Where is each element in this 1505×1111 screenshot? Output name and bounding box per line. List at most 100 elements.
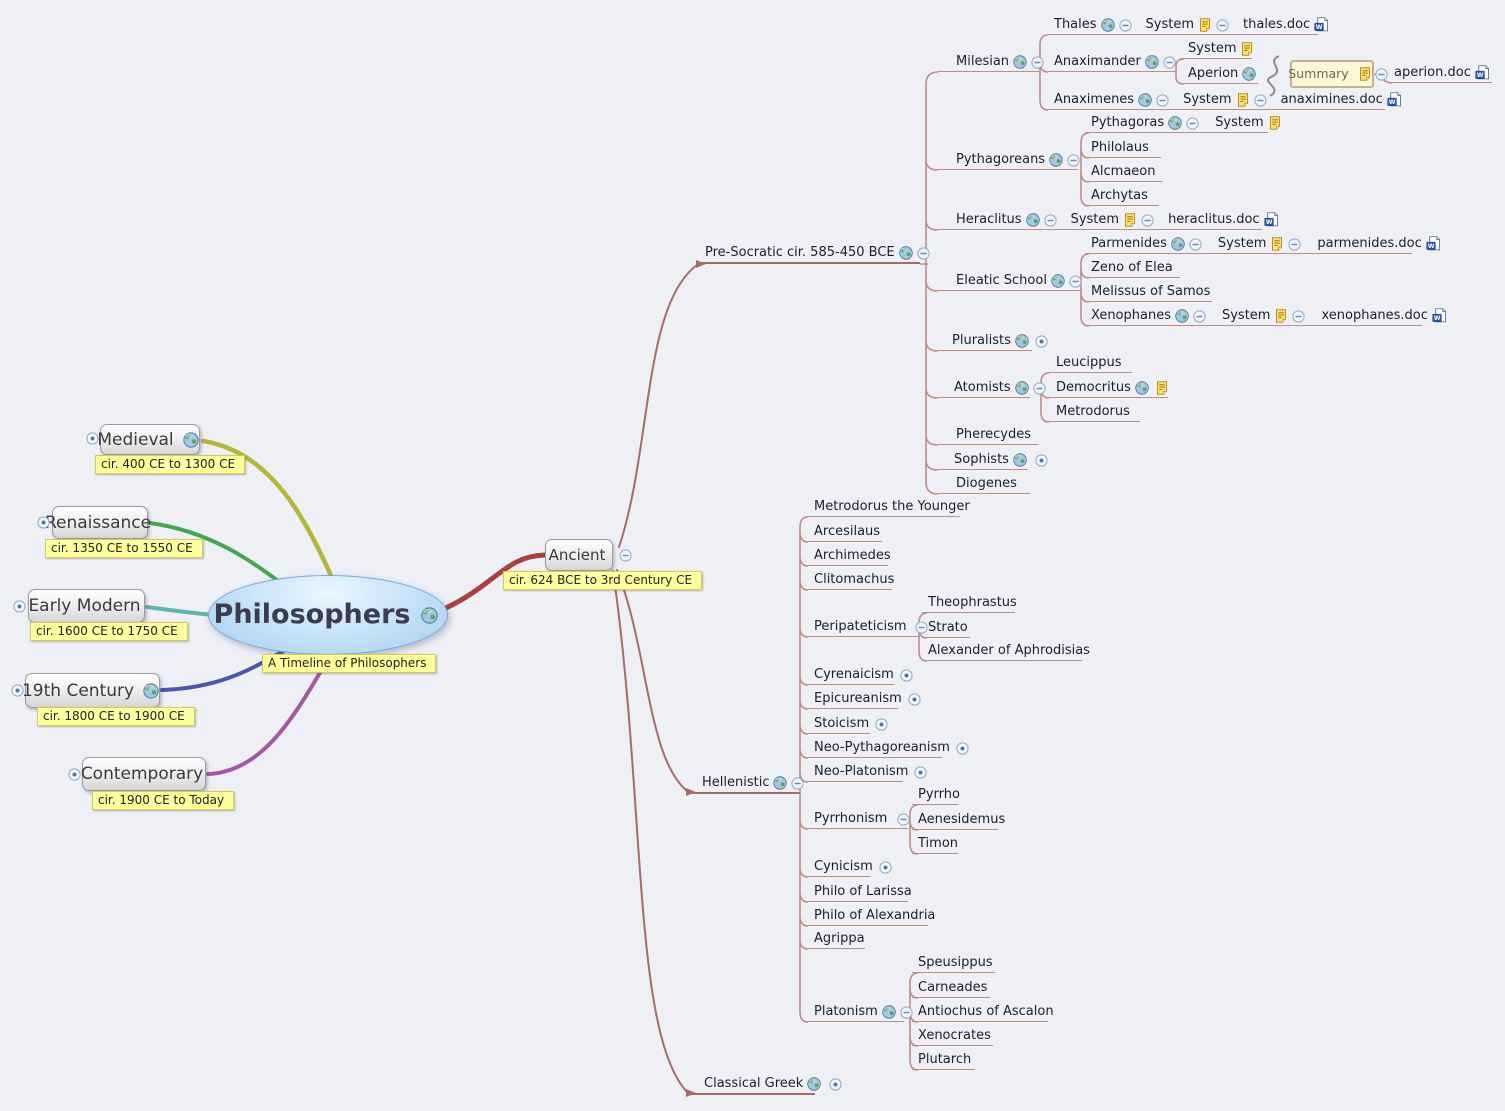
globe-icon[interactable] bbox=[1175, 309, 1189, 323]
expand-early-modern-icon[interactable] bbox=[13, 600, 26, 613]
topic-anaximander[interactable]: Anaximander bbox=[1048, 51, 1176, 72]
topic-medieval[interactable]: Medieval bbox=[97, 424, 200, 455]
expand-icon[interactable] bbox=[956, 742, 969, 755]
topic-strato[interactable]: Strato bbox=[922, 617, 970, 638]
collapse-icon[interactable] bbox=[1156, 94, 1169, 107]
globe-icon[interactable] bbox=[1145, 55, 1159, 69]
globe-icon[interactable] bbox=[882, 1005, 896, 1019]
topic-clitomachus[interactable]: Clitomachus bbox=[808, 569, 894, 590]
topic-classical-greek[interactable]: Classical Greek bbox=[690, 1074, 842, 1095]
note-icon[interactable] bbox=[1155, 381, 1169, 395]
topic-philolaus[interactable]: Philolaus bbox=[1085, 137, 1161, 158]
collapse-icon[interactable] bbox=[1118, 19, 1132, 32]
topic-leucippus[interactable]: Leucippus bbox=[1048, 352, 1132, 373]
topic-aenesidemus[interactable]: Aenesidemus bbox=[912, 809, 1005, 830]
globe-icon[interactable] bbox=[773, 776, 788, 790]
topic-eleatic-school[interactable]: Eleatic School bbox=[938, 270, 1082, 291]
collapse-icon[interactable] bbox=[1193, 310, 1206, 323]
expand-icon[interactable] bbox=[914, 766, 927, 779]
expand-medieval-icon[interactable] bbox=[86, 432, 99, 445]
collapse-icon[interactable] bbox=[1288, 238, 1301, 251]
note-icon[interactable] bbox=[1123, 213, 1137, 227]
globe-icon[interactable] bbox=[1100, 18, 1115, 32]
collapse-icon[interactable] bbox=[1163, 56, 1176, 69]
collapse-icon[interactable] bbox=[914, 621, 928, 634]
globe-icon[interactable] bbox=[1135, 381, 1149, 395]
globe-icon[interactable] bbox=[183, 431, 199, 448]
topic-pre-socratic[interactable]: Pre-Socratic cir. 585-450 BCE bbox=[700, 243, 930, 264]
expand-icon[interactable] bbox=[1035, 454, 1048, 467]
expand-contemporary-icon[interactable] bbox=[68, 768, 81, 781]
topic-stoicism[interactable]: Stoicism bbox=[808, 713, 888, 734]
globe-icon[interactable] bbox=[1014, 381, 1029, 395]
topic-early-modern[interactable]: Early Modern bbox=[28, 589, 145, 623]
expand-icon[interactable] bbox=[1035, 335, 1048, 348]
topic-pyrrho[interactable]: Pyrrho bbox=[912, 784, 960, 805]
topic-agrippa[interactable]: Agrippa bbox=[808, 928, 865, 949]
globe-icon[interactable] bbox=[898, 246, 913, 260]
globe-icon[interactable] bbox=[1051, 274, 1065, 288]
topic-summary[interactable]: Summary bbox=[1288, 60, 1374, 88]
topic-timon[interactable]: Timon bbox=[912, 833, 958, 854]
topic-philo-of-larissa[interactable]: Philo of Larissa bbox=[808, 881, 912, 902]
collapse-icon[interactable] bbox=[1069, 275, 1082, 288]
collapse-icon[interactable] bbox=[1141, 214, 1154, 227]
topic-19th-century[interactable]: 19th Century bbox=[22, 673, 160, 708]
topic-philosophers[interactable]: Philosophers bbox=[208, 575, 448, 655]
topic-arcesilaus[interactable]: Arcesilaus bbox=[808, 521, 882, 542]
topic-aperion[interactable]: Aperion bbox=[1180, 63, 1258, 84]
doc-icon[interactable]: W bbox=[1432, 308, 1447, 323]
collapse-icon[interactable] bbox=[1031, 56, 1044, 69]
topic-archytas[interactable]: Archytas bbox=[1085, 185, 1159, 206]
topic-metrodorus[interactable]: Metrodorus bbox=[1048, 401, 1140, 422]
expand-renaissance-icon[interactable] bbox=[37, 516, 50, 529]
globe-icon[interactable] bbox=[1013, 55, 1027, 69]
note-icon[interactable] bbox=[1270, 237, 1284, 251]
collapse-icon[interactable] bbox=[1033, 382, 1046, 395]
globe-icon[interactable] bbox=[1013, 453, 1027, 467]
topic-theophrastus[interactable]: Theophrastus bbox=[922, 592, 1017, 613]
doc-icon[interactable]: W bbox=[1264, 212, 1279, 227]
globe-icon[interactable] bbox=[143, 682, 159, 699]
collapse-icon[interactable] bbox=[1253, 94, 1267, 107]
topic-neo-platonism[interactable]: Neo-Platonism bbox=[808, 761, 927, 782]
globe-icon[interactable] bbox=[1171, 237, 1185, 251]
collapse-icon[interactable] bbox=[917, 247, 930, 260]
topic-atomists[interactable]: Atomists bbox=[938, 377, 1046, 398]
collapse-icon[interactable] bbox=[1216, 19, 1229, 32]
globe-icon[interactable] bbox=[1025, 213, 1040, 227]
doc-icon[interactable]: W bbox=[1387, 92, 1402, 107]
globe-icon[interactable] bbox=[1168, 116, 1182, 130]
doc-icon[interactable]: W bbox=[1475, 65, 1490, 80]
topic-speusippus[interactable]: Speusippus bbox=[912, 952, 995, 973]
collapse-icon[interactable] bbox=[1292, 310, 1306, 323]
topic-pythagoreans[interactable]: Pythagoreans bbox=[938, 149, 1080, 170]
topic-neo-pythagoreanism[interactable]: Neo-Pythagoreanism bbox=[808, 737, 969, 758]
topic-pherecydes[interactable]: Pherecydes bbox=[938, 424, 1038, 445]
note-icon[interactable] bbox=[1198, 18, 1212, 32]
collapse-icon[interactable] bbox=[900, 1006, 913, 1019]
topic-antiochus-of-ascalon[interactable]: Antiochus of Ascalon bbox=[912, 1001, 1054, 1022]
globe-icon[interactable] bbox=[1242, 67, 1256, 81]
collapse-icon[interactable] bbox=[1189, 238, 1202, 251]
note-icon[interactable] bbox=[1274, 309, 1288, 323]
globe-icon[interactable] bbox=[807, 1077, 822, 1091]
topic-archimedes[interactable]: Archimedes bbox=[808, 545, 891, 566]
topic-milesian[interactable]: Milesian bbox=[938, 51, 1044, 72]
collapse-ancient-icon[interactable] bbox=[619, 549, 632, 562]
topic-anaximander-system[interactable]: System bbox=[1180, 38, 1254, 59]
expand-icon[interactable] bbox=[900, 669, 913, 682]
note-icon[interactable] bbox=[1236, 93, 1250, 107]
note-icon[interactable] bbox=[1358, 67, 1372, 81]
doc-icon[interactable]: W bbox=[1426, 236, 1441, 251]
topic-melissus-of-samos[interactable]: Melissus of Samos bbox=[1085, 281, 1212, 302]
globe-icon[interactable] bbox=[421, 606, 439, 624]
note-icon[interactable] bbox=[1240, 42, 1254, 56]
